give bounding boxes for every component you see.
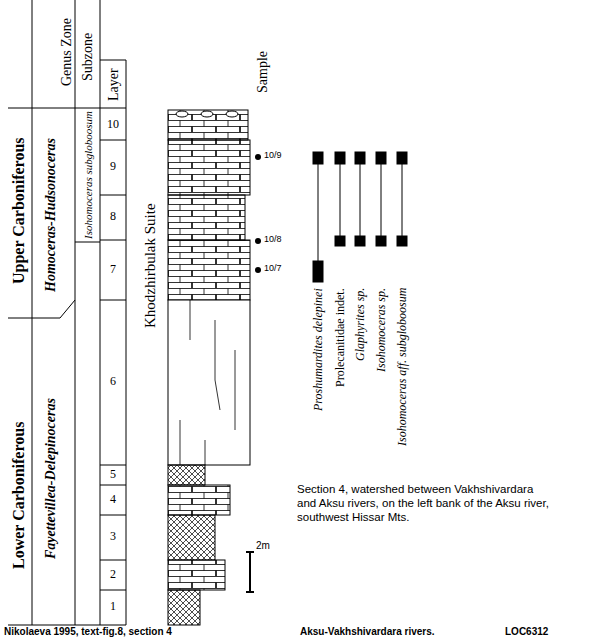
layer-number: 6: [110, 375, 116, 388]
layer-number: 10: [107, 118, 119, 131]
layer-number: 9: [110, 160, 116, 173]
layer-number: 1: [110, 600, 116, 613]
scale-bar: [246, 552, 254, 592]
scale-label: 2m: [256, 540, 270, 551]
column-header: Layer: [106, 68, 121, 101]
sample-dots: [255, 154, 261, 273]
locality-name: Aksu-Vakhshivardara rivers.: [300, 626, 435, 637]
layer-number: 7: [110, 263, 116, 276]
taxon-name: Isohomoceras aff. subgloboosum: [396, 288, 409, 446]
column-header: Subzone: [80, 33, 95, 81]
zone-name: Homoceras-Hudsonoceras: [43, 138, 58, 292]
taxon-name: Glaphyrites sp.: [354, 288, 367, 361]
source-citation: Nikolaeva 1995, text-fig.8, section 4: [4, 626, 172, 637]
sample-number: 10/9: [264, 151, 282, 161]
layer-number: 8: [110, 210, 116, 223]
column-grid: [8, 0, 126, 625]
system-name: Upper Carboniferous: [10, 137, 28, 284]
layer-number: 4: [110, 493, 116, 506]
column-header: Sample: [255, 51, 270, 93]
lithology-column: [168, 110, 250, 625]
layer-number: 5: [110, 468, 116, 481]
taxon-name: Proshumardites delepinei: [312, 288, 325, 411]
taxon-name: Isohomoceras sp.: [375, 288, 388, 372]
sample-number: 10/7: [264, 264, 282, 274]
subzone-name: Isohomoceras subgloboosum: [82, 111, 94, 239]
sample-number: 10/8: [264, 235, 282, 245]
zone-name: Fayettevillea-Delepinoceras: [43, 398, 58, 559]
taxon-name: Prolecanitidae indet.: [334, 288, 347, 387]
system-name: Lower Carboniferous: [10, 421, 28, 568]
layer-number: 2: [110, 568, 116, 581]
locality-note: Section 4, watershed between Vakhshivard…: [297, 483, 549, 524]
range-bars: [313, 152, 407, 282]
column-header: Genus Zone: [59, 18, 74, 86]
locality-code: LOC6312: [505, 626, 548, 637]
layer-number: 3: [110, 530, 116, 543]
suite-name: Khodzhirbulak Suite: [142, 203, 159, 328]
